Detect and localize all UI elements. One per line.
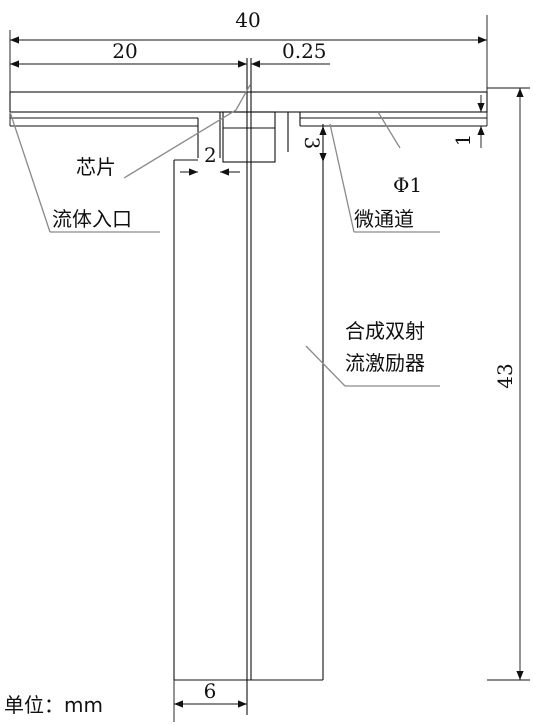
leader-microchannel [329,123,355,233]
dim-inlet-width-text: 2 [204,143,217,167]
fluid-inlet-label: 流体入口 [52,207,132,231]
dim-half-width-text: 20 [112,39,137,63]
device-structure [9,58,488,715]
leader-chip [123,84,251,179]
dim-chamber-height-text: 3 [300,137,324,150]
channel-diameter-text: Φ1 [393,173,422,197]
chip-block [222,111,276,163]
leader-phi [377,111,401,149]
unit-note: 单位：mm [4,693,103,717]
dim-total-width-text: 40 [235,8,260,32]
actuator-label-line1: 合成双射 [345,319,425,343]
actuator-label-line2: 流激励器 [345,351,425,375]
leader-fluid-inlet [9,111,51,233]
dim-total-height-text: 43 [493,363,517,388]
dim-gap-text: 0.25 [282,39,327,63]
microchannel-label: 微通道 [354,207,414,231]
dim-body-width-text: 6 [204,679,217,703]
leader-actuator [305,345,346,387]
chip-label: 芯片 [76,155,116,179]
dim-channel-height-text: 1 [451,134,475,147]
dimension-lines [10,36,524,708]
leader-lines [9,84,440,387]
top-plate [9,91,488,113]
extension-lines [9,15,530,722]
